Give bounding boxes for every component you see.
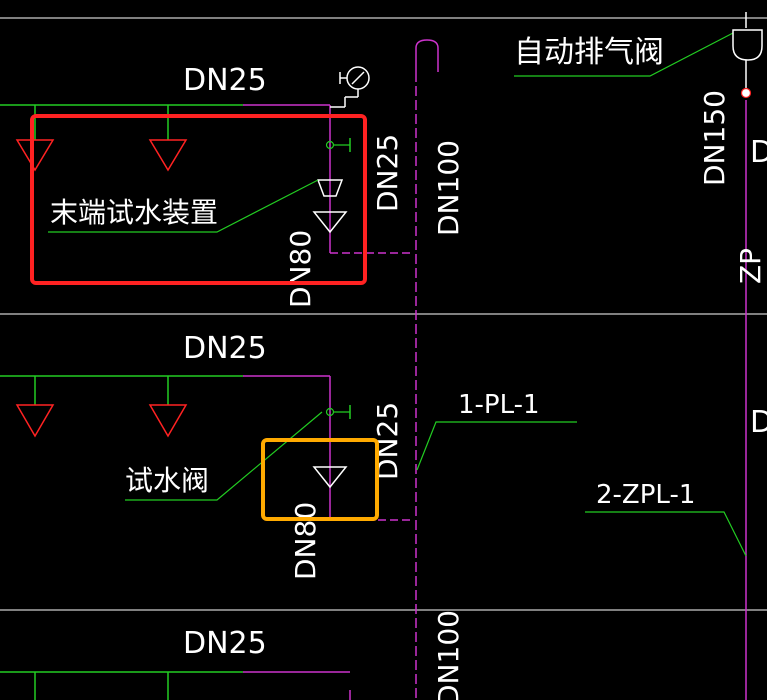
floor-1-piping — [0, 104, 413, 254]
d-label: D — [750, 135, 767, 170]
auto-vent-leader — [514, 32, 734, 77]
auto-vent-valve-label: 自动排气阀 — [514, 35, 664, 70]
riser-1-pl-1-leader — [416, 421, 577, 471]
test-valve-highlight — [261, 438, 379, 521]
sprinkler-head — [15, 404, 55, 438]
pressure-gauge-icon — [330, 66, 370, 108]
riser-2-zpl-1-leader — [585, 511, 747, 557]
pipe-dn25-label: DN25 — [183, 63, 267, 98]
test-valve-top — [312, 138, 351, 234]
end-test-device-leader — [48, 179, 319, 233]
branch-dn80-label: DN80 — [284, 230, 317, 308]
main-dn100-label: DN100 — [432, 140, 465, 236]
test-valve-label: 试水阀 — [125, 464, 209, 497]
main-dn100-label: DN100 — [432, 610, 465, 700]
floor-2-piping — [0, 375, 413, 521]
sprinkler-head — [15, 139, 55, 172]
floor-3-piping — [0, 671, 351, 700]
riser-dn25-label: DN25 — [371, 134, 404, 212]
riser-2-zpl-1-label: 2-ZPL-1 — [596, 480, 695, 510]
end-test-device-label: 末端试水装置 — [50, 196, 218, 229]
sprinkler-head — [148, 404, 188, 438]
riser-dn150-label: DN150 — [698, 90, 731, 186]
end-test-device-highlight — [30, 114, 367, 285]
pipe-dn25-label: DN25 — [183, 331, 267, 366]
sprinkler-head — [148, 139, 188, 172]
main-riser-dn100 — [415, 39, 439, 700]
auto-vent-valve-icon — [732, 12, 763, 99]
pipe-dn25-label: DN25 — [183, 626, 267, 661]
test-valve-mid — [312, 405, 351, 489]
branch-dn80-label: DN80 — [289, 502, 322, 580]
riser-1-pl-1-label: 1-PL-1 — [458, 390, 540, 420]
zp-label: ZP — [734, 248, 767, 284]
d-label: D — [750, 405, 767, 440]
